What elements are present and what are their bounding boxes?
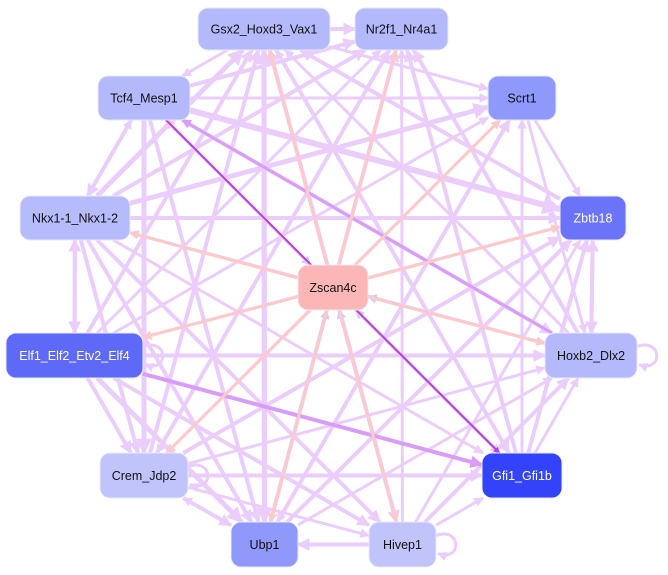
node-tcf4[interactable]: Tcf4_Mesp1 <box>97 75 191 121</box>
node-ubp1[interactable]: Ubp1 <box>230 521 299 568</box>
self-loop-hoxb2 <box>636 343 659 373</box>
edge-nkx1-to-tcf4 <box>86 119 133 197</box>
node-label: Nr2f1_Nr4a1 <box>366 23 438 37</box>
edge-elf1-to-scrt1 <box>112 116 489 335</box>
node-box <box>99 452 189 499</box>
node-box <box>487 75 557 121</box>
node-box <box>368 521 437 568</box>
self-loop-elf1 <box>142 343 165 373</box>
node-label: Tcf4_Mesp1 <box>110 92 177 106</box>
edge-zscan4c-to-crem <box>165 308 312 455</box>
edge-zbtb18-to-hoxb2 <box>585 239 598 335</box>
node-gfi1[interactable]: Gfi1_Gfi1b <box>481 452 563 499</box>
self-loop-hivep1 <box>435 532 458 562</box>
edge-zscan4c-to-gsx2 <box>267 49 329 266</box>
node-label: Gsx2_Hoxd3_Vax1 <box>211 23 318 37</box>
edge-zscan4c-to-elf1 <box>142 295 299 340</box>
node-elf1[interactable]: Elf1_Elf2_Etv2_Elf4 <box>5 332 144 379</box>
edge-gfi1-to-nr2f1 <box>403 48 518 454</box>
node-box <box>197 7 331 51</box>
node-label: Gfi1_Gfi1b <box>492 469 552 483</box>
self-loop-crem <box>187 463 210 493</box>
edge-ubp1-to-crem <box>182 496 232 527</box>
node-box <box>230 521 299 568</box>
edge-zscan4c-to-ubp1 <box>268 309 329 523</box>
edge-hivep1-to-nr2f1 <box>396 49 407 523</box>
node-label: Hoxb2_Dlx2 <box>557 349 625 363</box>
node-label: Nkx1-1_Nkx1-2 <box>32 212 118 226</box>
edge-nkx1-to-gfi1 <box>112 238 484 455</box>
edge-elf1-to-hivep1 <box>112 376 371 527</box>
edge-crem-to-zbtb18 <box>182 235 562 455</box>
edge-zbtb18-to-gsx2 <box>299 48 561 201</box>
node-label: Scrt1 <box>507 92 536 106</box>
node-box <box>19 195 131 241</box>
node-crem[interactable]: Crem_Jdp2 <box>99 452 189 499</box>
node-label: Elf1_Elf2_Etv2_Elf4 <box>19 349 130 363</box>
node-label: Crem_Jdp2 <box>112 469 177 483</box>
edge-scrt1-to-ubp1 <box>276 119 511 523</box>
edge-zscan4c-to-zbtb18 <box>367 224 561 280</box>
edge-hivep1-to-gfi1 <box>435 496 484 527</box>
node-gsx2[interactable]: Gsx2_Hoxd3_Vax1 <box>197 7 331 51</box>
edge-zscan4c-to-nr2f1 <box>337 49 399 266</box>
edge-zscan4c-to-hoxb2 <box>367 295 546 346</box>
edge-hoxb2-to-nr2f1 <box>411 48 580 335</box>
edge-scrt1-to-zbtb18 <box>533 119 582 197</box>
node-label: Hivep1 <box>383 538 422 552</box>
node-box <box>5 332 144 379</box>
node-zbtb18[interactable]: Zbtb18 <box>559 195 627 241</box>
node-box <box>481 452 563 499</box>
edges-layer <box>68 22 659 562</box>
node-box <box>544 332 638 379</box>
node-label: Zscan4c <box>309 281 356 295</box>
edge-elf1-to-gfi1 <box>142 371 484 468</box>
node-hoxb2[interactable]: Hoxb2_Dlx2 <box>544 332 638 379</box>
edge-nr2f1-to-crem <box>155 49 391 454</box>
edge-zscan4c-to-hivep1 <box>337 309 399 523</box>
node-label: Ubp1 <box>250 538 280 552</box>
edge-gfi1-to-hoxb2 <box>533 377 580 454</box>
edge-gsx2-to-tcf4 <box>181 48 229 78</box>
node-nr2f1[interactable]: Nr2f1_Nr4a1 <box>354 7 449 51</box>
edge-elf1-to-crem <box>85 376 133 455</box>
node-box <box>297 264 369 311</box>
node-zscan4c[interactable]: Zscan4c <box>297 264 369 311</box>
node-hivep1[interactable]: Hivep1 <box>368 521 437 568</box>
edge-gsx2-to-gfi1 <box>274 48 511 455</box>
node-nkx1[interactable]: Nkx1-1_Nkx1-2 <box>19 195 131 241</box>
node-box <box>97 75 191 121</box>
edge-zscan4c-to-scrt1 <box>354 118 502 267</box>
node-label: Zbtb18 <box>574 212 613 226</box>
node-box <box>354 7 449 51</box>
node-scrt1[interactable]: Scrt1 <box>487 75 557 121</box>
edge-zscan4c-to-nkx1 <box>129 230 299 280</box>
edge-crem-to-hivep1 <box>187 485 370 538</box>
edge-hoxb2-to-tcf4 <box>181 118 553 335</box>
node-box <box>559 195 627 241</box>
